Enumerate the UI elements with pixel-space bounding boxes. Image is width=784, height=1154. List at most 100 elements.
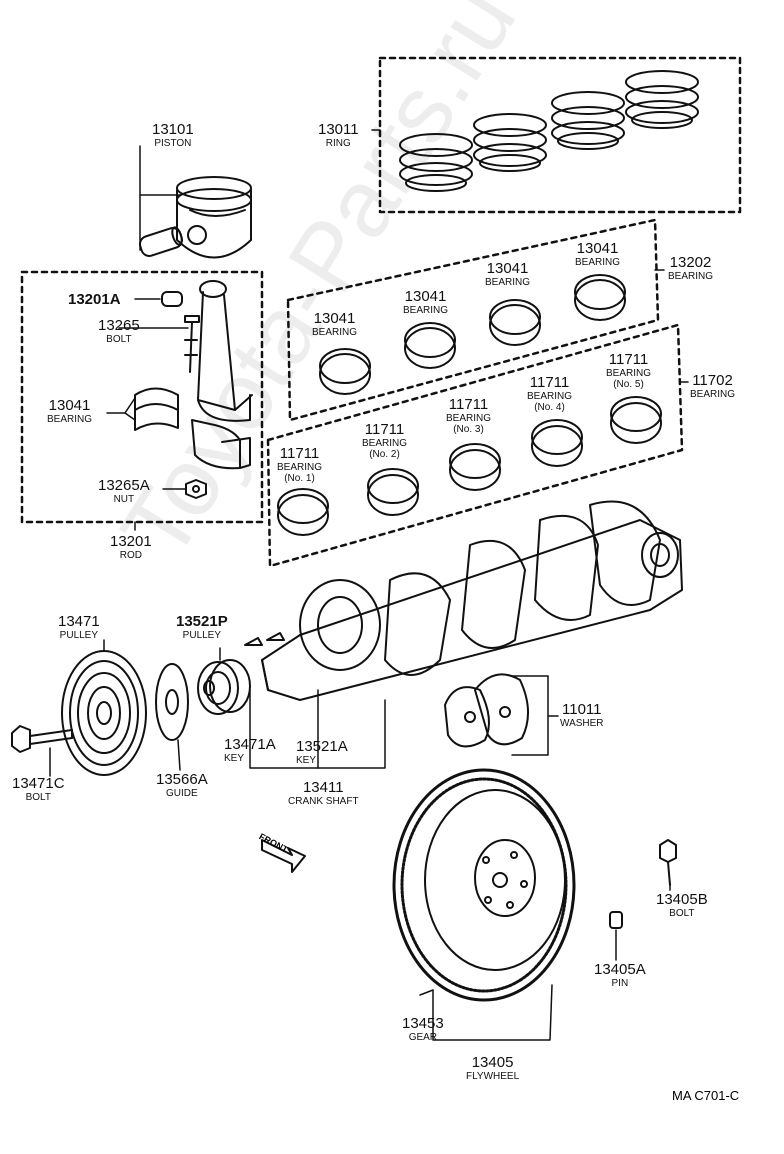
- label-main-bearing-set[interactable]: 11702 BEARING: [690, 373, 735, 400]
- label-main-bearing-5-number: 11711: [608, 351, 649, 368]
- label-pulley-name: PULLEY: [59, 630, 99, 641]
- label-rod-bearing-set[interactable]: 13202 BEARING: [668, 255, 713, 282]
- flywheel-bolt: [659, 839, 677, 886]
- label-key-a-name: KEY: [224, 753, 245, 764]
- rod-bearing-set-box: [286, 218, 660, 422]
- conrod-bearing-shells: [319, 274, 626, 395]
- label-piston-name: PISTON: [154, 138, 192, 149]
- label-rod-name: ROD: [119, 550, 142, 561]
- piston: [176, 176, 252, 259]
- label-ring[interactable]: 13011 RING: [318, 122, 359, 149]
- label-key-b[interactable]: 13521A KEY: [296, 739, 348, 766]
- label-main-bearing-1-number: 11711: [279, 445, 320, 462]
- label-flywheel-pin[interactable]: 13405A PIN: [594, 962, 646, 989]
- label-rod[interactable]: 13201 ROD: [110, 534, 152, 561]
- label-flywheel-pin-number: 13405A: [594, 961, 646, 978]
- ring-set-box: [378, 56, 742, 214]
- label-pulley-bolt[interactable]: 13471C BOLT: [12, 776, 65, 803]
- label-main-bearing-set-name: BEARING: [690, 389, 736, 400]
- label-rod-nut-name: NUT: [113, 494, 135, 505]
- label-bushing[interactable]: 13201A: [68, 292, 121, 308]
- label-conrod-bearing-3[interactable]: 13041 BEARING: [485, 261, 530, 288]
- label-main-bearing-4[interactable]: 11711 BEARING (No. 4): [527, 375, 572, 413]
- label-rod-bolt[interactable]: 13265 BOLT: [98, 318, 140, 345]
- label-flywheel-bolt[interactable]: 13405B BOLT: [656, 892, 708, 919]
- label-timing-pulley[interactable]: 13521P PULLEY: [176, 614, 228, 641]
- label-guide-name: GUIDE: [166, 788, 198, 799]
- label-rod-number: 13201: [110, 533, 152, 550]
- label-washer[interactable]: 11011 WASHER: [560, 702, 604, 729]
- crankshaft: [261, 500, 683, 701]
- label-pulley[interactable]: 13471 PULLEY: [58, 614, 100, 641]
- label-flywheel-bolt-number: 13405B: [656, 891, 708, 908]
- label-conrod-bearing-1-number: 13041: [313, 310, 356, 327]
- label-rod-bearing-set-number: 13202: [669, 254, 712, 271]
- label-rod-nut[interactable]: 13265A NUT: [98, 478, 150, 505]
- label-bushing-number: 13201A: [68, 291, 121, 308]
- label-main-bearing-3-number: 11711: [448, 396, 489, 413]
- connecting-rod: [197, 280, 253, 422]
- label-guide[interactable]: 13566A GUIDE: [156, 772, 208, 799]
- label-key-a[interactable]: 13471A KEY: [224, 737, 276, 764]
- label-conrod-bearing-4[interactable]: 13041 BEARING: [575, 241, 620, 268]
- label-pulley-bolt-number: 13471C: [12, 775, 65, 792]
- thrust-washers: [444, 673, 529, 748]
- diagram-code: MA C701-C: [672, 1088, 740, 1103]
- label-rod-nut-number: 13265A: [98, 477, 150, 494]
- label-flywheel-pin-name: PIN: [611, 978, 629, 989]
- label-main-bearing-4-name: BEARING: [527, 391, 573, 402]
- label-ring-gear-name: GEAR: [408, 1032, 438, 1043]
- main-bearing-set-box: [266, 323, 684, 568]
- label-conrod-bearing-4-name: BEARING: [575, 257, 621, 268]
- label-timing-pulley-name: PULLEY: [182, 630, 222, 641]
- label-main-bearing-1-sub: (No. 1): [284, 473, 315, 484]
- rod-nut: [185, 479, 207, 499]
- pulley-bolt: [11, 725, 73, 753]
- label-pulley-number: 13471: [58, 613, 100, 630]
- crankshaft-keys: [244, 632, 285, 646]
- label-conrod-bearing-2[interactable]: 13041 BEARING: [403, 289, 448, 316]
- label-rod-bearing-number: 13041: [48, 397, 91, 414]
- label-rod-bearing[interactable]: 13041 BEARING: [47, 398, 92, 425]
- label-piston-number: 13101: [152, 121, 194, 138]
- piston-rings: [399, 70, 699, 192]
- label-main-bearing-1[interactable]: 11711 BEARING (No. 1): [277, 446, 322, 484]
- label-washer-number: 11011: [562, 701, 602, 718]
- label-conrod-bearing-1[interactable]: 13041 BEARING: [312, 311, 357, 338]
- label-ring-gear[interactable]: 13453 GEAR: [402, 1016, 444, 1043]
- label-main-bearing-2-sub: (No. 2): [369, 449, 400, 460]
- label-flywheel-number: 13405: [471, 1054, 514, 1071]
- label-timing-pulley-number: 13521P: [176, 613, 228, 630]
- label-conrod-bearing-4-number: 13041: [576, 240, 619, 257]
- label-crankshaft-number: 13411: [302, 779, 344, 796]
- label-conrod-bearing-1-name: BEARING: [312, 327, 358, 338]
- label-rod-bearing-set-name: BEARING: [668, 271, 714, 282]
- label-conrod-bearing-3-name: BEARING: [485, 277, 531, 288]
- label-crankshaft[interactable]: 13411 CRANK SHAFT: [288, 780, 359, 807]
- label-flywheel[interactable]: 13405 FLYWHEEL: [466, 1055, 519, 1082]
- label-main-bearing-4-sub: (No. 4): [534, 402, 565, 413]
- label-main-bearing-4-number: 11711: [529, 374, 570, 391]
- timing-pulley: [197, 659, 251, 715]
- main-bearing-shells: [277, 396, 662, 536]
- label-conrod-bearing-3-number: 13041: [486, 260, 529, 277]
- label-rod-bearing-name: BEARING: [47, 414, 93, 425]
- rod-assembly-box: [20, 270, 264, 524]
- label-piston[interactable]: 13101 PISTON: [152, 122, 194, 149]
- label-main-bearing-3-name: BEARING: [446, 413, 492, 424]
- label-main-bearing-2[interactable]: 11711 BEARING (No. 2): [362, 422, 407, 460]
- label-main-bearing-1-name: BEARING: [277, 462, 323, 473]
- label-conrod-bearing-2-name: BEARING: [403, 305, 449, 316]
- label-main-bearing-set-number: 11702: [692, 372, 733, 389]
- label-main-bearing-3[interactable]: 11711 BEARING (No. 3): [446, 397, 491, 435]
- rod-cap: [191, 419, 251, 470]
- label-main-bearing-5[interactable]: 11711 BEARING (No. 5): [606, 352, 651, 390]
- label-ring-gear-number: 13453: [402, 1015, 444, 1032]
- label-guide-number: 13566A: [156, 771, 208, 788]
- label-key-b-name: KEY: [296, 755, 317, 766]
- front-arrow: [261, 839, 306, 873]
- label-main-bearing-5-name: BEARING: [606, 368, 652, 379]
- label-main-bearing-5-sub: (No. 5): [613, 379, 644, 390]
- label-conrod-bearing-2-number: 13041: [404, 288, 447, 305]
